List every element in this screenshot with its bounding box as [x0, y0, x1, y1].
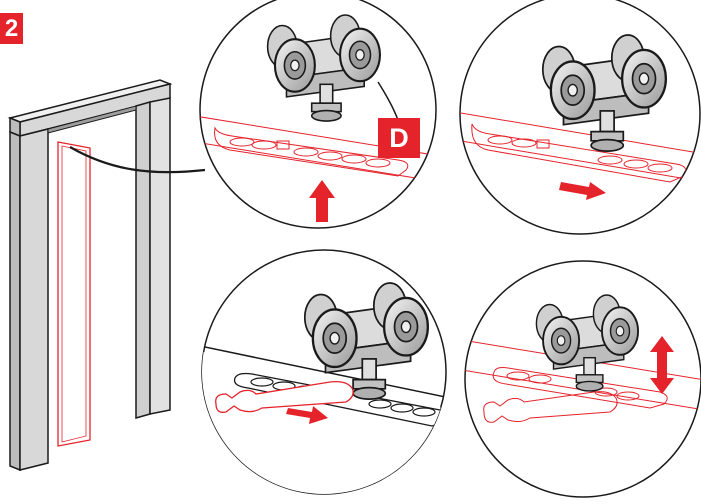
part-label-badge: D: [378, 118, 420, 158]
step-number-badge: 2: [0, 13, 23, 44]
panel-tighten-nut: [201, 249, 447, 495]
panel-adjust-height: [464, 260, 701, 498]
door-frame: [7, 79, 206, 472]
panel-slide-trolley: [459, 0, 701, 235]
panel-insert-trolley: [199, 0, 437, 229]
